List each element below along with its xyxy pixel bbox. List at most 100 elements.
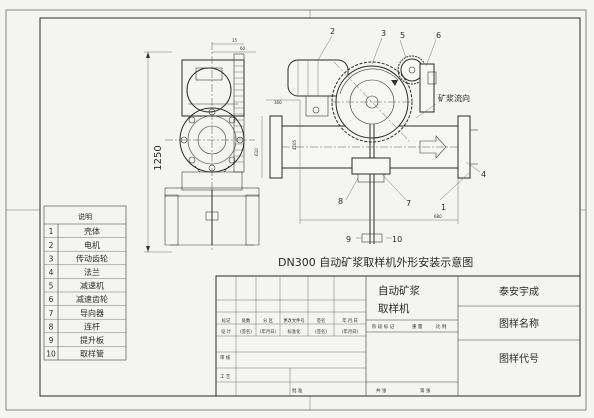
part-name: 减速齿轮 [76, 294, 108, 304]
callout-1: 1 [441, 203, 446, 212]
drawing-name-label: 图样名称 [499, 317, 539, 330]
dim-4205: 4205 [292, 139, 297, 150]
callout-2: 2 [330, 27, 335, 36]
callout-5: 5 [400, 31, 405, 40]
part-number: 5 [49, 282, 54, 291]
weight-label: 重 量 [412, 323, 423, 330]
company-name: 泰安宇成 [499, 285, 539, 298]
rotation-arc [339, 68, 399, 95]
tb-row1-cell: 更改文件号 [283, 317, 304, 324]
left-flange [269, 115, 283, 179]
side-view: 1250 15 60 [144, 38, 260, 253]
product-name-line2: 取样机 [378, 302, 410, 315]
part-number: 9 [49, 336, 54, 345]
drawing-title: DN300 自动矿浆取样机外形安装示意图 [278, 255, 473, 269]
callout-leaders [317, 35, 481, 239]
part-number: 8 [49, 322, 54, 331]
part-name: 电机 [84, 240, 100, 250]
parts-list-header: 说明 [78, 212, 92, 221]
part-number: 1 [49, 227, 54, 236]
callout-8: 8 [338, 197, 343, 206]
motor-cap [195, 67, 223, 81]
dim-610: 610 [254, 148, 259, 156]
reduction-gear-hub [408, 66, 416, 74]
part-number: 6 [49, 295, 54, 304]
tb-approve-label: 批 准 [292, 387, 303, 394]
tb-process-label: 工 艺 [220, 374, 231, 380]
dim-1250: 1250 [153, 145, 164, 170]
part-number: 7 [49, 309, 54, 318]
tb-row2-cell: (签名) [315, 328, 327, 335]
tb-row2-cell: 标准化 [288, 328, 302, 335]
part-name: 减速机 [80, 281, 104, 291]
callout-7: 7 [406, 199, 411, 208]
parts-list-frame [43, 205, 127, 361]
flange-inner [187, 115, 237, 165]
dim-680: 680 [434, 214, 442, 219]
part-name: 壳体 [84, 226, 100, 236]
product-name-line1: 自动矿浆 [378, 284, 420, 297]
motor-shaft [312, 106, 320, 114]
drawing-code-label: 图样代号 [499, 352, 539, 365]
dim-15: 15 [232, 38, 238, 43]
flow-arrow-icon [419, 135, 447, 159]
tb-row1-cell: 签名 [317, 317, 326, 324]
motor-circle [186, 67, 232, 113]
rotation-arrow [391, 80, 398, 86]
tb-row1-cell: 年.月.日 [342, 317, 358, 324]
drive-gear-teeth [331, 61, 413, 143]
tb-row2-cell: 设 计 [221, 328, 232, 335]
tb-row2-cell: (年月日) [260, 328, 277, 335]
part-name: 连杆 [84, 321, 100, 331]
scale-label: 比 例 [436, 323, 447, 330]
flange-bolts [180, 108, 244, 172]
part-name: 法兰 [84, 267, 100, 277]
gear-rack-teeth [234, 59, 244, 163]
sheet-number-label: 第 张 [420, 387, 431, 394]
callout-6: 6 [436, 31, 441, 40]
part-number: 10 [46, 350, 56, 359]
gear-centerline [333, 61, 411, 143]
guide-block [351, 157, 391, 175]
part-name: 导向器 [80, 308, 104, 318]
callout-3: 3 [381, 29, 386, 38]
part-name: 传动齿轮 [76, 253, 108, 263]
callout-10: 10 [392, 235, 402, 244]
callout-9: 9 [346, 235, 351, 244]
title-block: 标记 处数 分 区 更改文件号 签名 年.月.日 设 计 (签名) (年月日) 标准化 (签名) (… [215, 275, 581, 397]
tb-row1-cell: 处数 [242, 317, 251, 324]
left-leg [164, 194, 179, 246]
flow-leader [415, 103, 437, 119]
callout-4: 4 [481, 170, 486, 179]
drive-gear [331, 61, 413, 143]
tb-row2-cell: (签名) [240, 328, 252, 335]
tb-grid [216, 276, 366, 396]
tb-review-label: 审 核 [220, 354, 231, 361]
dim-60: 60 [240, 46, 246, 51]
part-name: 提升板 [80, 335, 104, 345]
tb-row2-cell: (年月日) [342, 328, 359, 335]
part-number: 3 [49, 254, 54, 263]
dim-160: 160 [274, 100, 282, 105]
tube-clamp [205, 211, 219, 221]
gear-rack [233, 53, 245, 173]
front-view: 610 4205 160 [254, 27, 486, 244]
reducer-cap [427, 71, 437, 85]
part-name: 取样管 [80, 349, 104, 359]
part-number: 2 [49, 241, 54, 250]
right-flange [457, 115, 471, 179]
dim-arrow [146, 246, 150, 252]
tb-row1-cell: 标记 [222, 317, 231, 324]
pipe-bore [197, 125, 227, 155]
sheet-total-label: 共 张 [376, 387, 387, 394]
motor-mount [305, 95, 329, 117]
dim-arrow [146, 52, 150, 58]
stage-label: 阶 段 标 记 [372, 323, 395, 330]
brace-lines [194, 165, 230, 173]
tb-row1-cell: 分 区 [263, 317, 274, 324]
right-leg [245, 194, 260, 246]
flow-direction-label: 矿浆流向 [438, 93, 470, 103]
